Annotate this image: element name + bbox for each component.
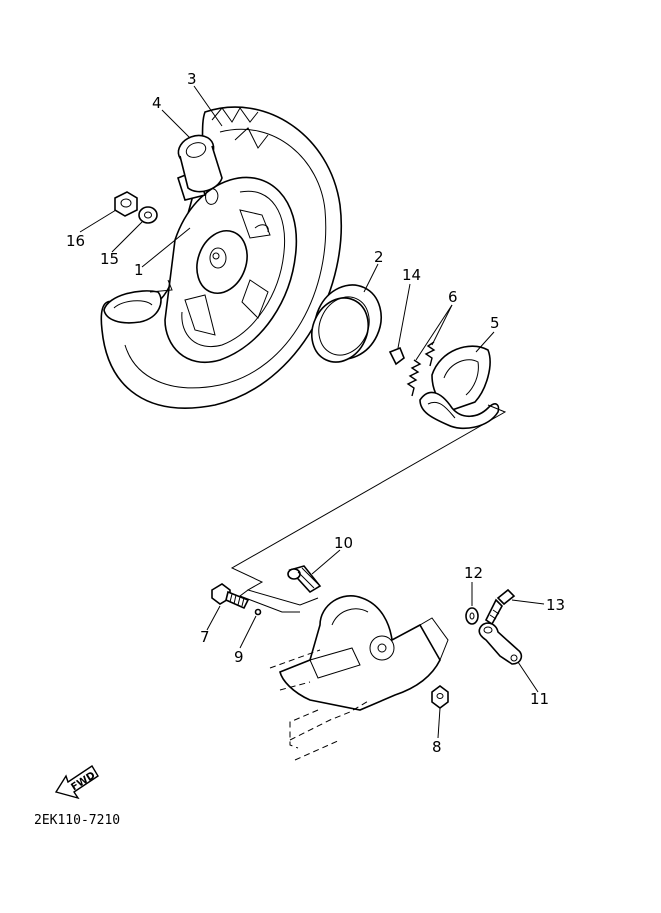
label-part-4: 4	[152, 94, 162, 112]
label-part-14: 14	[402, 266, 421, 284]
label-part-8: 8	[432, 738, 442, 756]
plain-washer	[465, 607, 479, 625]
label-part-13: 13	[546, 596, 565, 614]
circlip	[388, 346, 405, 366]
lever-bolt	[484, 588, 516, 626]
forward-arrow-icon: FWD	[54, 765, 99, 800]
brake-panel-housing	[269, 595, 449, 761]
label-part-16: 16	[66, 232, 85, 250]
collar-sleeve	[177, 134, 223, 193]
o-ring	[254, 608, 262, 616]
oil-seal-ring	[311, 284, 382, 363]
hex-nut	[431, 685, 449, 709]
camshaft-lever	[478, 622, 523, 665]
axle-nut	[114, 191, 138, 217]
hex-bolt	[211, 583, 250, 610]
assembly-lines	[230, 404, 507, 613]
diagram-code: 2EK110-7210	[34, 813, 120, 828]
brake-camshaft	[287, 565, 322, 594]
rear-wheel-assembly	[100, 106, 342, 409]
label-part-5: 5	[490, 314, 500, 332]
label-part-7: 7	[200, 628, 210, 646]
label-part-15: 15	[100, 250, 119, 268]
fwd-label: FWD	[69, 770, 97, 793]
label-part-2: 2	[374, 248, 384, 266]
brake-shoe-springs	[406, 341, 436, 397]
label-part-11: 11	[530, 690, 549, 708]
label-part-12: 12	[464, 564, 483, 582]
wheel-hub	[196, 230, 248, 294]
label-part-9: 9	[234, 648, 244, 666]
label-leaders	[79, 85, 545, 739]
label-part-6: 6	[448, 288, 458, 306]
label-part-3: 3	[187, 70, 197, 88]
label-part-1: 1	[134, 261, 144, 279]
label-part-10: 10	[334, 534, 353, 552]
part-number-labels: 1 2 3 4 5 6 7 8 9 10 11 12 13 14 15 16	[66, 70, 565, 756]
washer	[138, 206, 158, 224]
brake-shoe-set	[419, 345, 500, 429]
